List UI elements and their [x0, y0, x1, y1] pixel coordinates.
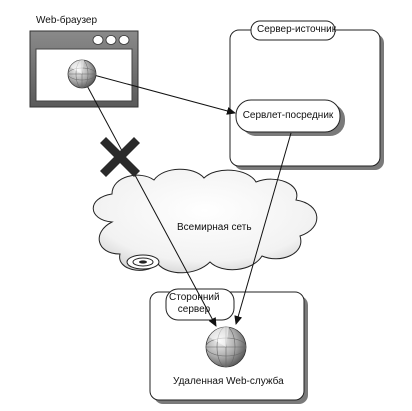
third-party-server-title: Сторонний сервер — [169, 292, 220, 315]
proxy-servlet-pill — [235, 99, 345, 136]
network-disk-icon — [126, 254, 160, 270]
arrow-browser-to-third-party — [83, 79, 217, 327]
internet-cloud — [92, 168, 318, 274]
arrow-proxy-to-remote-service — [234, 132, 292, 325]
globe-icon — [205, 326, 247, 368]
globe-icon — [67, 59, 97, 89]
browser-title: Web-браузер — [36, 15, 98, 26]
internet-label: Всемирная сеть — [177, 222, 252, 233]
origin-server-title-pill — [250, 20, 336, 41]
window-control-icon — [92, 35, 130, 45]
third-party-server-title-pill — [165, 288, 235, 321]
proxy-servlet-label: Сервлет-посредник — [242, 110, 334, 121]
connection-lines — [83, 73, 292, 327]
origin-server-title: Сервер-источник — [257, 24, 337, 35]
arrow-browser-to-proxy — [89, 73, 236, 115]
remote-service-label: Удаленная Web-служба — [173, 376, 284, 387]
blocked-x-icon — [100, 137, 140, 177]
